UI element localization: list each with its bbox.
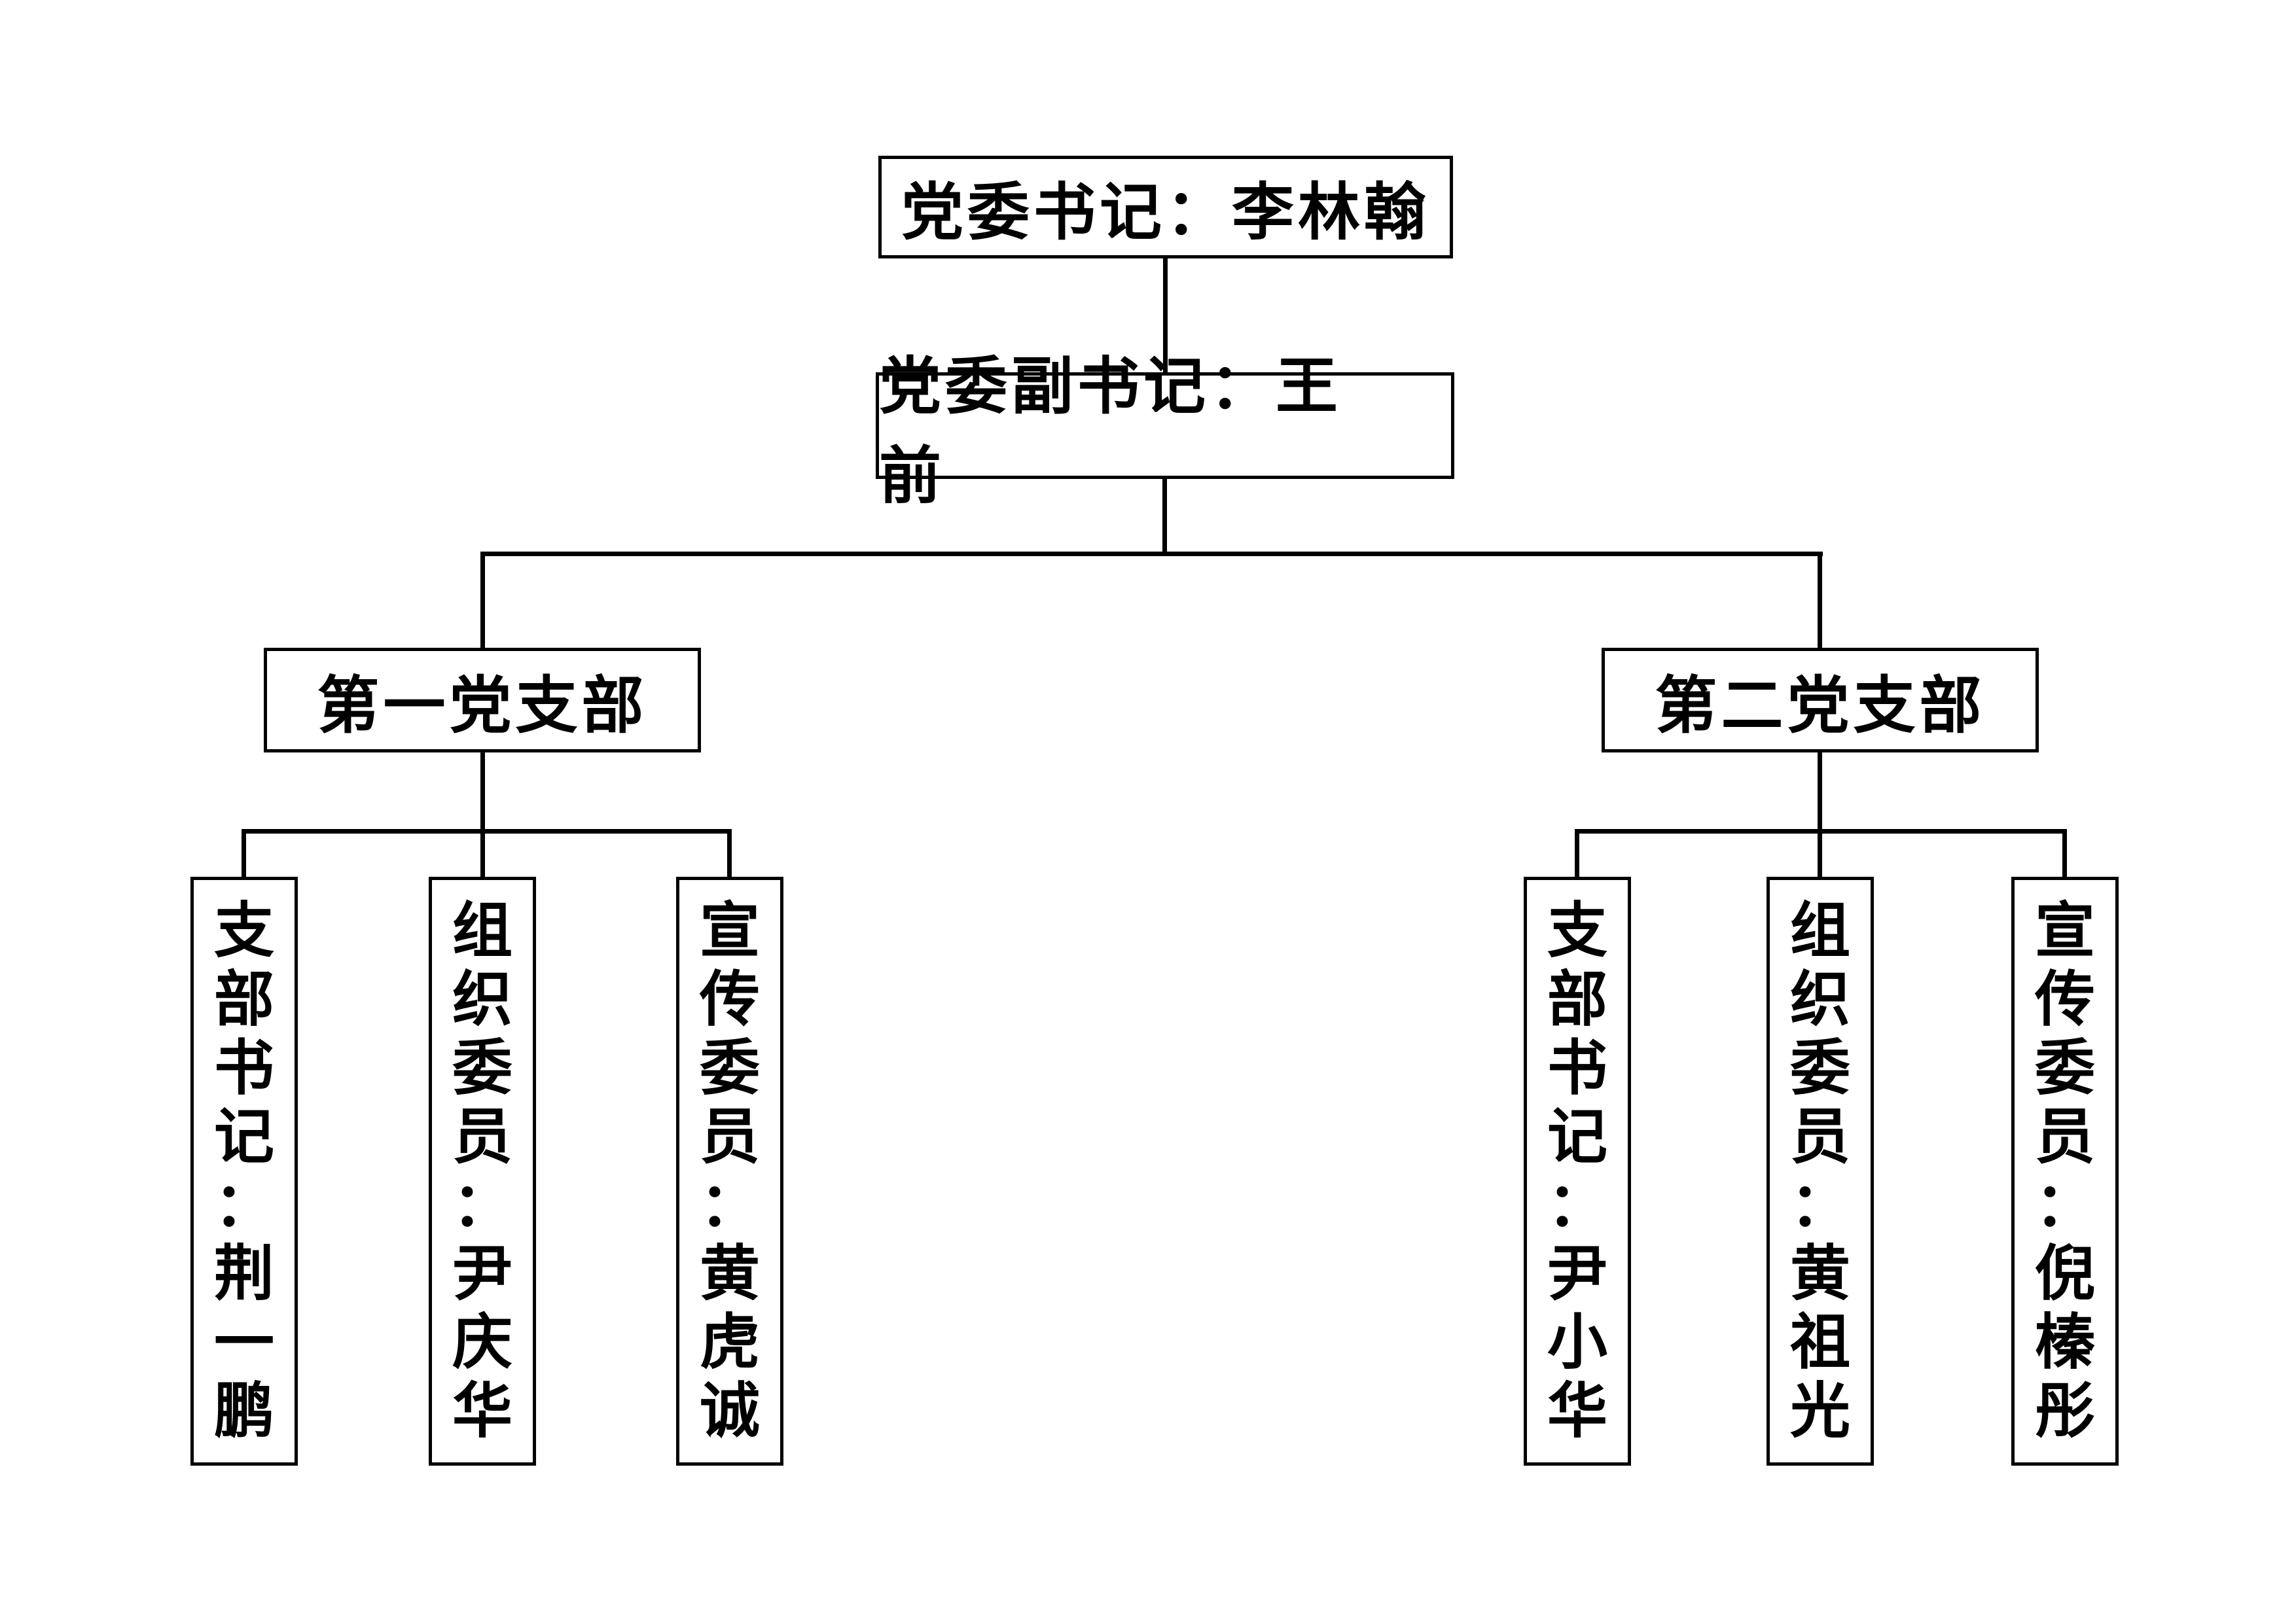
vertical-char: ： [699, 1170, 760, 1241]
vertical-char: ： [1789, 1170, 1850, 1241]
vertical-char: 支 [213, 896, 274, 966]
vertical-char: 小 [1547, 1307, 1607, 1378]
node-branch2-secretary: 支部书记：尹小华 [1524, 877, 1631, 1466]
connector-rail-branch1 [480, 552, 485, 651]
connector-branch-rail [480, 552, 1823, 556]
vertical-char: 部 [213, 964, 274, 1034]
vertical-char: 员 [699, 1101, 760, 1172]
connector-rail-branch1-member1 [242, 829, 246, 881]
node-branch1-publicity-member: 宣传委员：黄虎诚 [676, 877, 783, 1466]
vertical-char: 记 [1547, 1101, 1607, 1172]
vertical-char: 组 [1789, 896, 1850, 966]
vertical-char: 书 [213, 1033, 274, 1103]
vertical-char: ： [2034, 1170, 2095, 1241]
node-branch1-organization-member: 组织委员：尹庆华 [429, 877, 536, 1466]
vertical-char: 祖 [1789, 1307, 1850, 1378]
vertical-char: 织 [1789, 964, 1850, 1034]
vertical-char: 宣 [699, 896, 760, 966]
connector-branch2-members-rail [1575, 829, 2065, 834]
connector-secretary-deputy [1163, 257, 1168, 375]
connector-rail-branch2-member1 [1575, 829, 1579, 881]
vertical-char: 委 [1789, 1033, 1850, 1103]
connector-rail-branch2 [1818, 552, 1822, 651]
vertical-char: ： [1547, 1170, 1607, 1241]
vertical-char: 员 [452, 1101, 512, 1172]
vertical-char: 荆 [213, 1239, 274, 1309]
vertical-char: 员 [1789, 1101, 1850, 1172]
vertical-char: 传 [699, 964, 760, 1034]
vertical-char: 织 [452, 964, 512, 1034]
connector-deputy-rail [1162, 478, 1167, 556]
vertical-char: ： [213, 1170, 274, 1241]
vertical-char: 尹 [1547, 1239, 1607, 1309]
vertical-char: 部 [1547, 964, 1607, 1034]
connector-branch1-members-rail [242, 829, 732, 834]
vertical-char: 鹏 [213, 1375, 274, 1446]
node-branch2-publicity-member: 宣传委员：倪榛彤 [2011, 877, 2119, 1466]
connector-rail-branch2-member3 [2062, 829, 2067, 881]
vertical-char: 庆 [452, 1307, 512, 1378]
vertical-char: 黄 [699, 1239, 760, 1309]
vertical-char: 记 [213, 1101, 274, 1172]
node-second-party-branch: 第二党支部 [1602, 648, 2039, 752]
vertical-char: 书 [1547, 1033, 1607, 1103]
vertical-char: 组 [452, 896, 512, 966]
node-branch1-secretary: 支部书记：荆一鹏 [190, 877, 298, 1466]
node-party-committee-secretary: 党委书记：李林翰 [878, 156, 1453, 258]
vertical-char: 尹 [452, 1239, 512, 1309]
connector-branch2-middle-member [1818, 752, 1822, 880]
vertical-char: 华 [452, 1375, 512, 1446]
vertical-char: 一 [213, 1307, 274, 1378]
vertical-char: 委 [699, 1033, 760, 1103]
node-party-committee-deputy-secretary: 党委副书记：王 前 [876, 351, 1454, 512]
vertical-char: 彤 [2034, 1375, 2095, 1446]
vertical-char: ： [452, 1170, 512, 1241]
vertical-char: 黄 [1789, 1239, 1850, 1309]
connector-rail-branch1-member3 [727, 829, 732, 881]
vertical-char: 委 [2034, 1033, 2095, 1103]
vertical-char: 光 [1789, 1375, 1850, 1446]
vertical-char: 宣 [2034, 896, 2095, 966]
vertical-char: 委 [452, 1033, 512, 1103]
connector-branch1-middle-member [480, 752, 485, 880]
vertical-char: 诚 [699, 1375, 760, 1446]
vertical-char: 传 [2034, 964, 2095, 1034]
node-branch2-organization-member: 组织委员：黄祖光 [1767, 877, 1874, 1466]
vertical-char: 员 [2034, 1101, 2095, 1172]
vertical-char: 倪 [2034, 1239, 2095, 1309]
node-first-party-branch: 第一党支部 [264, 648, 701, 752]
vertical-char: 华 [1547, 1375, 1607, 1446]
vertical-char: 支 [1547, 896, 1607, 966]
vertical-char: 榛 [2034, 1307, 2095, 1378]
vertical-char: 虎 [699, 1307, 760, 1378]
